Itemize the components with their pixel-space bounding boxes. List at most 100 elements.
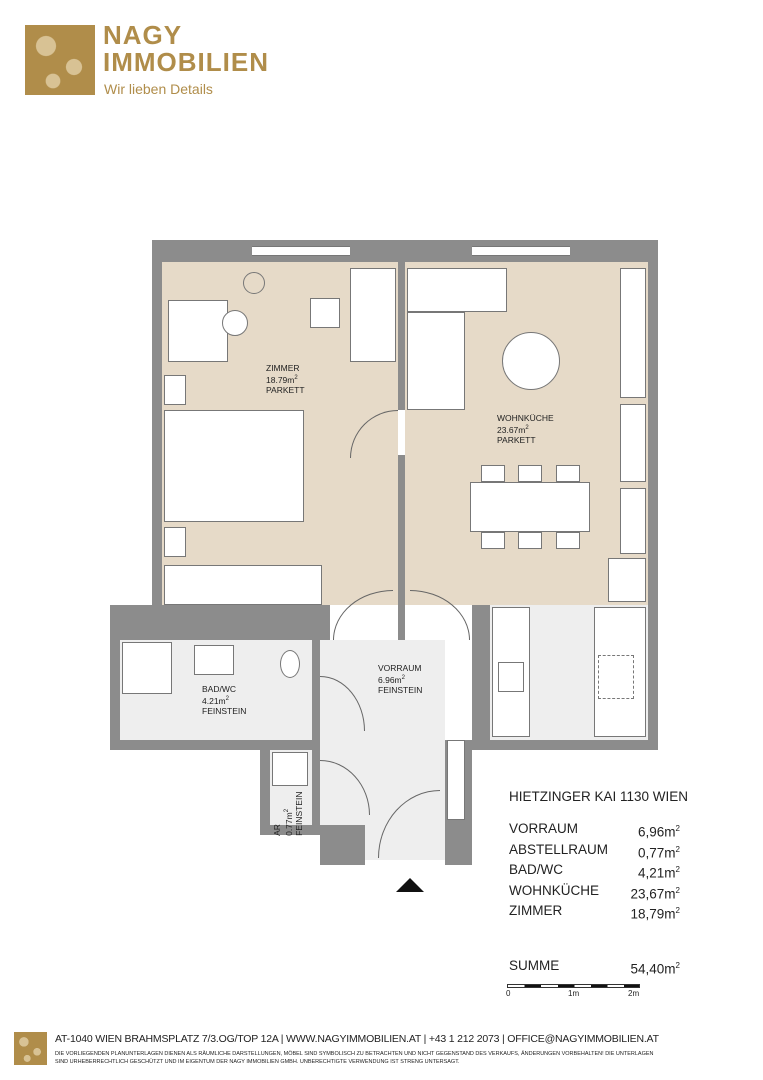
dining-table — [470, 482, 590, 532]
room-area: 4.21m — [202, 695, 226, 706]
brand-name: NAGY IMMOBILIEN — [103, 22, 269, 76]
shower — [122, 642, 172, 694]
toilet — [280, 650, 300, 678]
room-name: WOHNKÜCHE — [497, 413, 554, 423]
chair — [556, 532, 580, 549]
unit-sup: 2 — [675, 844, 680, 854]
area-label: ZIMMER — [509, 903, 563, 918]
chair — [556, 465, 580, 482]
brand-line2: IMMOBILIEN — [103, 47, 269, 77]
room-area: 18.79m — [266, 374, 295, 385]
scale-tick: 0 — [506, 989, 511, 998]
unit-sup: 2 — [284, 808, 291, 813]
window — [472, 246, 570, 256]
room-name: VORRAUM — [378, 663, 422, 673]
scale-bar — [507, 984, 640, 988]
window — [252, 246, 350, 256]
sofa — [407, 268, 507, 312]
nightstand — [164, 527, 186, 557]
wall-top — [152, 240, 658, 262]
cabinet — [620, 488, 646, 554]
plant — [243, 272, 265, 294]
wardrobe — [164, 565, 322, 605]
unit-sup: 2 — [525, 425, 529, 431]
chair — [518, 465, 542, 482]
area-value: 18,79m — [630, 906, 676, 922]
area-value: 0,77m — [638, 845, 676, 860]
cooktop — [598, 655, 634, 699]
entrance-arrow-icon — [396, 878, 424, 892]
wall-ar-bottom — [260, 825, 320, 835]
nightstand — [164, 375, 186, 405]
cabinet — [620, 404, 646, 482]
wall-mid-left — [110, 605, 330, 640]
unit-sup: 2 — [675, 824, 680, 833]
room-area: 6.96m — [378, 674, 402, 685]
total-row: SUMME 54,40m2 — [509, 957, 680, 978]
area-row: BAD/WC 4,21m2 — [509, 861, 680, 882]
area-row: VORRAUM 6,96m2 — [509, 820, 680, 841]
room-label-zimmer: ZIMMER 18.79m2 PARKETT — [266, 363, 305, 395]
room-label-bad: BAD/WC 4.21m2 FEINSTEIN — [202, 684, 246, 716]
area-label: VORRAUM — [509, 821, 579, 836]
footer-logo-mark — [14, 1032, 47, 1065]
room-floor: PARKETT — [266, 384, 305, 395]
room-label-wohnkueche: WOHNKÜCHE 23.67m2 PARKETT — [497, 413, 554, 445]
footer-contact: AT-1040 WIEN BRAHMSPLATZ 7/3.OG/TOP 12A … — [55, 1033, 659, 1045]
wall-bad-vorraum — [312, 640, 320, 835]
unit-sup: 2 — [401, 675, 405, 681]
floor-lamp — [222, 310, 248, 336]
room-name: BAD/WC — [202, 684, 236, 694]
room-label-ar: AR 0.77m2 FEINSTEIN — [272, 776, 304, 836]
room-floor: FEINSTEIN — [202, 705, 247, 716]
double-bed — [164, 410, 304, 522]
unit-sup: 2 — [675, 960, 680, 970]
scale-tick: 1m — [568, 989, 580, 998]
logo-mark — [25, 25, 95, 95]
chair — [481, 532, 505, 549]
chair — [310, 298, 340, 328]
wall-bottom-right — [490, 740, 658, 750]
unit-sup: 2 — [225, 696, 229, 702]
unit-sup: 2 — [675, 906, 680, 915]
brand-tagline: Wir lieben Details — [104, 81, 213, 97]
sink — [498, 662, 524, 692]
area-row: ABSTELLRAUM 0,77m2 — [509, 841, 680, 862]
total-value: 54,40m — [630, 961, 676, 976]
area-row: ZIMMER 18,79m2 — [509, 902, 680, 923]
boiler — [272, 752, 308, 786]
area-value: 6,96m — [638, 824, 676, 840]
area-value: 4,21m — [638, 865, 676, 881]
chair — [518, 532, 542, 549]
room-label-vorraum: VORRAUM 6.96m2 FEINSTEIN — [378, 663, 422, 695]
unit-sup: 2 — [294, 375, 298, 381]
wall-vorraum-bottom — [320, 825, 365, 865]
unit-sup: 2 — [675, 885, 680, 895]
room-area: 0.77m — [283, 812, 294, 836]
wall-divider — [398, 262, 405, 410]
shelf — [620, 268, 646, 398]
chair — [481, 465, 505, 482]
wall-divider — [398, 455, 405, 640]
total-label: SUMME — [509, 957, 560, 973]
room-name: AR — [272, 824, 283, 836]
area-label: BAD/WC — [509, 862, 563, 877]
address-title: HIETZINGER KAI 1130 WIEN — [509, 789, 689, 804]
plant-box — [608, 558, 646, 602]
armchair — [168, 300, 228, 362]
room-floor: PARKETT — [497, 434, 536, 445]
scale-tick: 2m — [628, 989, 640, 998]
brand-line1: NAGY — [103, 20, 183, 50]
wall-ar-left — [260, 740, 270, 835]
room-name: ZIMMER — [266, 363, 300, 373]
wall-lower-left — [110, 605, 120, 750]
wall-bottom — [110, 740, 320, 750]
unit-sup: 2 — [675, 865, 680, 874]
wall-mid-right — [472, 605, 490, 750]
sofa — [407, 312, 465, 410]
area-label: ABSTELLRAUM — [509, 841, 609, 857]
washbasin — [194, 645, 234, 675]
wall-left — [152, 240, 162, 610]
area-label: WOHNKÜCHE — [509, 882, 599, 898]
